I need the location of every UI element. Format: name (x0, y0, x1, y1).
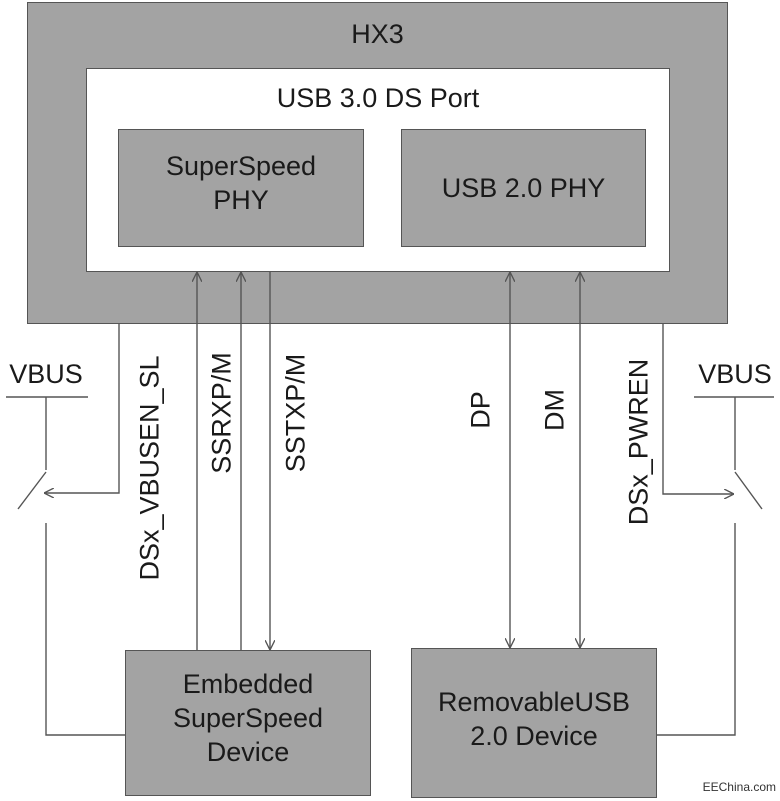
embedded-device-block (125, 650, 371, 796)
signal-vbusen-label: DSx_VBUSEN_SL (134, 355, 165, 581)
superspeed-phy-label: SuperSpeed PHY (165, 151, 317, 215)
removable-device-block (411, 648, 657, 798)
signal-sstx-label: SSTXP/M (280, 353, 311, 473)
superspeed-phy-block (118, 129, 364, 247)
ds-port-title: USB 3.0 DS Port (276, 83, 480, 113)
vbus-left-label: VBUS (9, 359, 83, 389)
removable-device-label: RemovableUSB 2.0 Device (437, 687, 631, 751)
pwren-wire (662, 324, 734, 494)
usb2-phy-block (401, 129, 646, 247)
vbus-right-label: VBUS (698, 359, 772, 389)
vbus-right-switch-blade (734, 471, 763, 510)
vbusen-wire (44, 324, 120, 493)
vbus-left-switch-blade (17, 471, 47, 510)
signal-pwren-label: DSx_PWREN (623, 358, 654, 526)
signal-dp-label: DP (465, 391, 496, 429)
usb2-phy-label: USB 2.0 PHY (441, 173, 606, 203)
signal-dm-label: DM (539, 389, 570, 431)
vbus-right-feed (657, 523, 736, 736)
hx3-title: HX3 (351, 19, 404, 49)
vbus-left-feed (45, 523, 125, 736)
embedded-device-label: Embedded SuperSpeed Device (172, 669, 324, 767)
watermark: EEChina.com (702, 780, 776, 794)
signal-ssrx-label: SSRXP/M (206, 352, 237, 474)
